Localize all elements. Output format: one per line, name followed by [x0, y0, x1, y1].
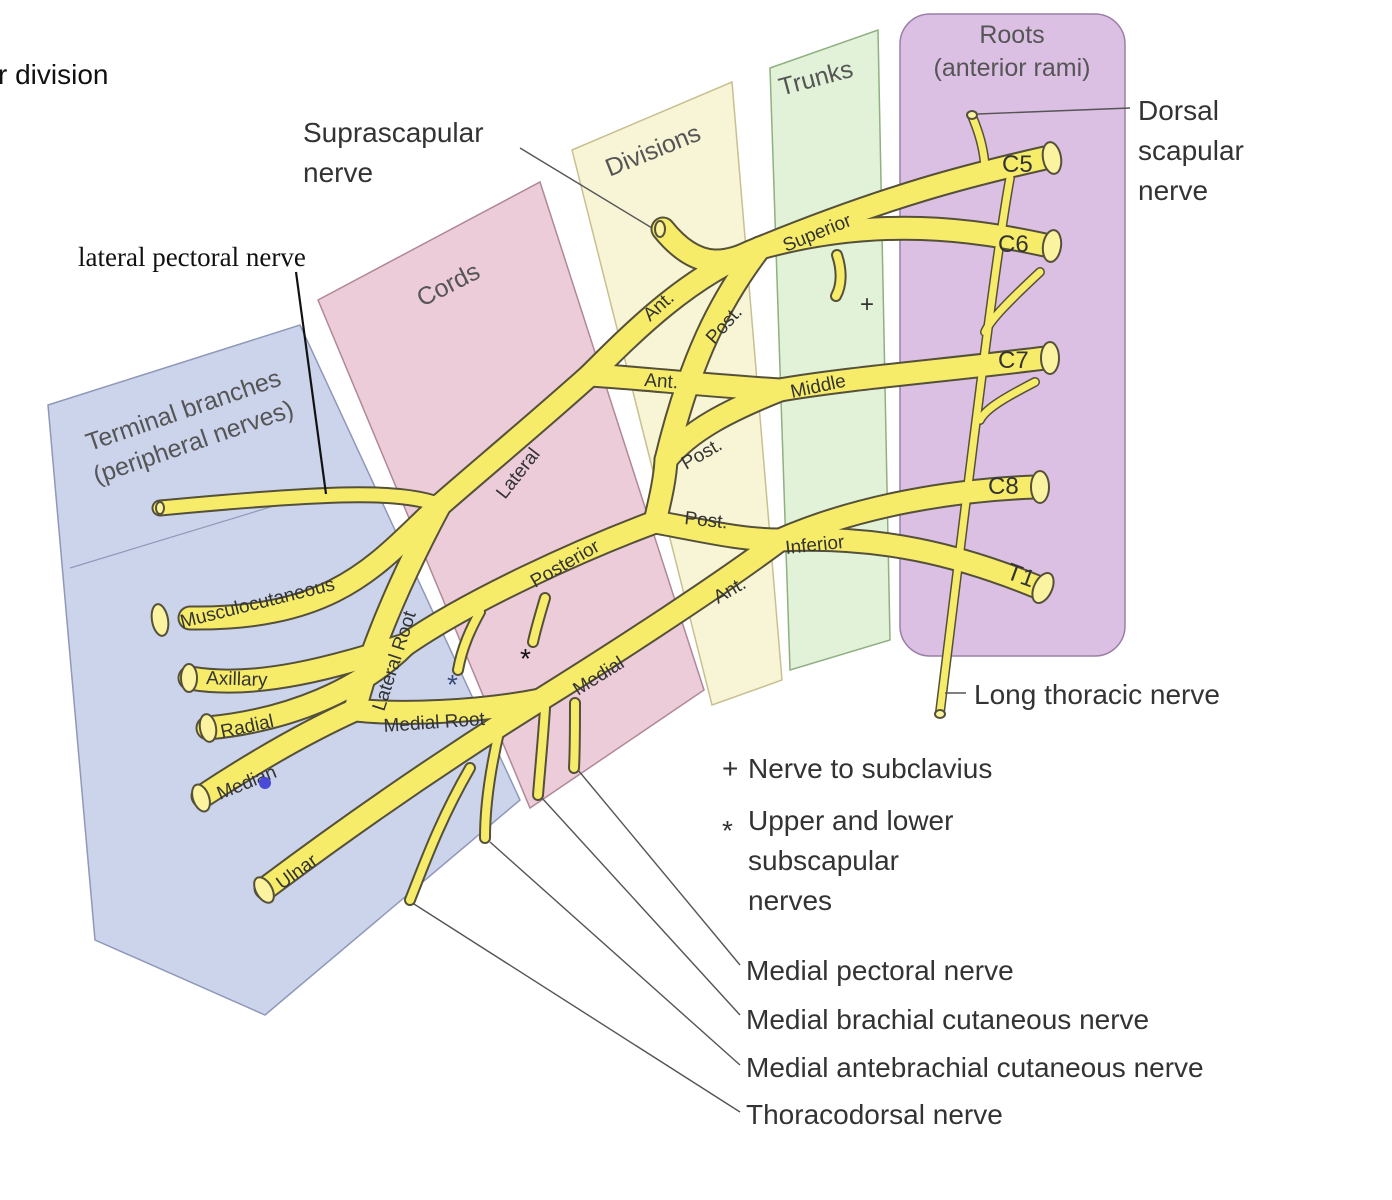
suprascapular-label-line1: Suprascapular	[303, 117, 484, 148]
blue-dot	[259, 777, 271, 789]
legend-plus-text: Nerve to subclavius	[748, 753, 992, 784]
dorsal-scapular-label-line1: Dorsal	[1138, 95, 1219, 126]
division-label-ant-middle: Ant.	[644, 370, 679, 393]
medial-pectoral-label: Medial pectoral nerve	[746, 955, 1014, 986]
subscapular-star-marker: *	[520, 643, 531, 674]
roots-panel-title: Roots	[979, 21, 1044, 49]
legend-star-text-line3: nerves	[748, 885, 832, 916]
leader-lines	[294, 107, 1131, 1113]
division-label-post-inferior: Post.	[683, 508, 728, 533]
root-label-c7: C7	[998, 347, 1029, 374]
panel-divider-line	[69, 497, 301, 569]
nerve-fills	[153, 112, 1056, 904]
legend-star-symbol: *	[722, 815, 733, 846]
subclavius-plus-marker: +	[860, 291, 874, 318]
panel-trunks	[769, 28, 891, 671]
header-partial-title: r division	[0, 59, 108, 90]
legend-star-text-line1: Upper and lower	[748, 805, 953, 836]
subscapular-star-marker-2: *	[447, 669, 458, 700]
roots-panel-subtitle: (anterior rami)	[934, 54, 1091, 82]
nerve-cut-ends	[150, 110, 1063, 904]
medial-brachial-label: Medial brachial cutaneous nerve	[746, 1004, 1149, 1035]
long-thoracic-label: Long thoracic nerve	[974, 679, 1220, 710]
root-label-c5: C5	[1002, 151, 1033, 178]
medial-antebrachial-label: Medial antebrachial cutaneous nerve	[746, 1052, 1204, 1083]
dorsal-scapular-label-line2: scapular	[1138, 135, 1244, 166]
legend-star-text-line2: subscapular	[748, 845, 899, 876]
branch-label-axillary: Axillary	[206, 668, 268, 691]
lateral-pectoral-label: lateral pectoral nerve	[78, 242, 306, 272]
dorsal-scapular-label-line3: nerve	[1138, 175, 1208, 206]
root-label-c8: C8	[988, 473, 1019, 500]
legend-plus-symbol: +	[722, 753, 738, 784]
suprascapular-label-line2: nerve	[303, 157, 373, 188]
thoracodorsal-label: Thoracodorsal nerve	[746, 1099, 1003, 1130]
root-label-c6: C6	[998, 231, 1029, 258]
